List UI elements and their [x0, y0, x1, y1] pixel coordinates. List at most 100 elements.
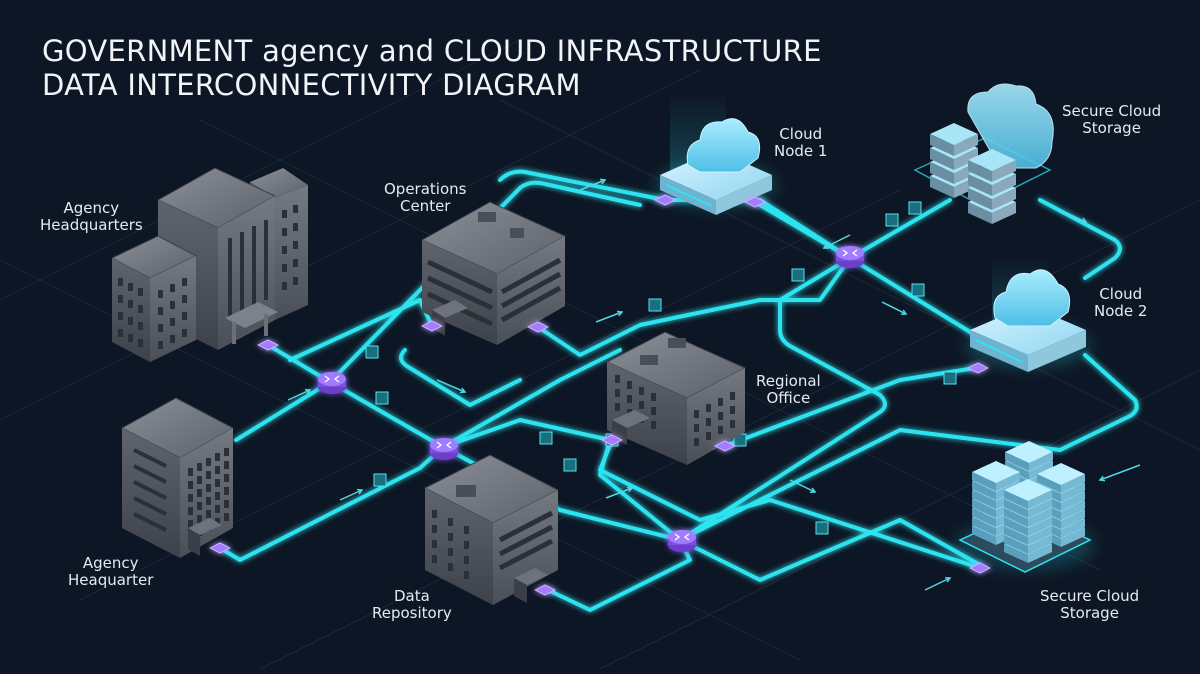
server-unit-side	[972, 481, 996, 500]
operations-center-building[interactable]	[420, 201, 567, 345]
window	[293, 277, 298, 285]
server-side	[992, 188, 1016, 210]
window	[464, 541, 469, 549]
server-unit-side	[996, 472, 1020, 491]
window	[118, 278, 123, 286]
server-unit-side	[1028, 490, 1052, 509]
router-west-icon[interactable]	[318, 372, 346, 394]
window	[282, 228, 287, 236]
server-unit-side	[972, 499, 996, 518]
server-side	[930, 176, 954, 198]
window	[432, 510, 437, 518]
server-side	[954, 134, 978, 156]
network-port-icon	[527, 321, 549, 333]
window	[718, 398, 723, 406]
title-line-2: DATA INTERCONNECTIVITY DIAGRAM	[42, 68, 581, 102]
router-center-icon[interactable]	[430, 438, 458, 460]
router-south-icon[interactable]	[668, 530, 696, 552]
flow-arrows	[287, 178, 1141, 591]
window	[118, 329, 123, 337]
window	[639, 387, 644, 395]
window	[128, 334, 133, 342]
data-packet-icon	[908, 201, 922, 215]
server-side	[930, 162, 954, 184]
server-unit-side	[972, 490, 996, 509]
window	[615, 403, 620, 411]
server-unit-side	[1061, 528, 1085, 547]
window	[432, 525, 437, 533]
data-repository-building[interactable]	[423, 454, 560, 605]
arrow-head	[356, 488, 364, 495]
secure-cloud-storage-top[interactable]	[913, 83, 1054, 224]
window	[188, 481, 193, 489]
router-north-east-icon[interactable]	[836, 246, 864, 268]
link-regional-down	[598, 438, 982, 570]
cloud-node-1[interactable]	[656, 92, 776, 215]
window	[182, 329, 187, 337]
data-packet-icon	[943, 371, 957, 385]
flow-arrow-icon	[579, 179, 606, 191]
server-unit-side	[1061, 519, 1085, 538]
network-links	[218, 169, 1139, 612]
window	[615, 375, 620, 383]
window	[128, 317, 133, 325]
flow-arrow-icon	[287, 389, 311, 401]
window	[706, 418, 711, 426]
window	[138, 322, 143, 330]
link-tower-router-center	[218, 445, 445, 562]
window	[215, 518, 220, 526]
window	[293, 223, 298, 231]
secure-cloud-storage-bottom[interactable]	[955, 441, 1095, 573]
data-packet-icon	[815, 521, 829, 535]
server-side	[930, 148, 954, 170]
window	[215, 453, 220, 461]
data-packet-icon	[648, 298, 662, 312]
arrow-head	[809, 487, 817, 494]
window	[118, 312, 123, 320]
server-unit-side	[972, 526, 996, 545]
link-repo-south	[546, 538, 692, 612]
server-unit-side	[1061, 501, 1085, 520]
server-unit-side	[1004, 517, 1028, 536]
cloud-node-2[interactable]	[966, 255, 1090, 372]
window	[118, 295, 123, 303]
window	[170, 284, 175, 292]
window	[293, 259, 298, 267]
window	[706, 404, 711, 412]
window	[464, 556, 469, 564]
window	[718, 426, 723, 434]
window	[215, 466, 220, 474]
data-packet-icon	[365, 345, 379, 359]
data-packet-icon	[563, 458, 577, 472]
window	[215, 505, 220, 513]
server-unit-side	[1061, 492, 1085, 511]
window	[224, 487, 229, 495]
server-unit-side	[1061, 474, 1085, 493]
window	[158, 324, 163, 332]
regional-office-building[interactable]	[605, 331, 747, 465]
window	[197, 515, 202, 523]
agency-headquarters-building[interactable]	[110, 167, 308, 362]
window	[448, 563, 453, 571]
window	[448, 518, 453, 526]
server-unit-side	[1029, 452, 1053, 471]
window	[282, 246, 287, 254]
window	[448, 533, 453, 541]
server-unit-side	[1004, 490, 1028, 509]
label-data-repository: Data Repository	[372, 587, 452, 622]
window	[224, 461, 229, 469]
arrow-head	[304, 388, 312, 395]
label-agency-heaquarter: Agency Heaquarter	[68, 554, 154, 589]
window	[464, 526, 469, 534]
window	[182, 312, 187, 320]
link-opc-right	[536, 256, 852, 357]
link-cn2-right	[1058, 353, 1139, 452]
link-west-to-tower	[234, 380, 332, 442]
window	[282, 210, 287, 218]
agency-heaquarter-building[interactable]	[120, 397, 235, 558]
arrow-head	[1080, 217, 1088, 224]
window	[206, 458, 211, 466]
server-unit-side	[1004, 544, 1028, 563]
window	[206, 484, 211, 492]
